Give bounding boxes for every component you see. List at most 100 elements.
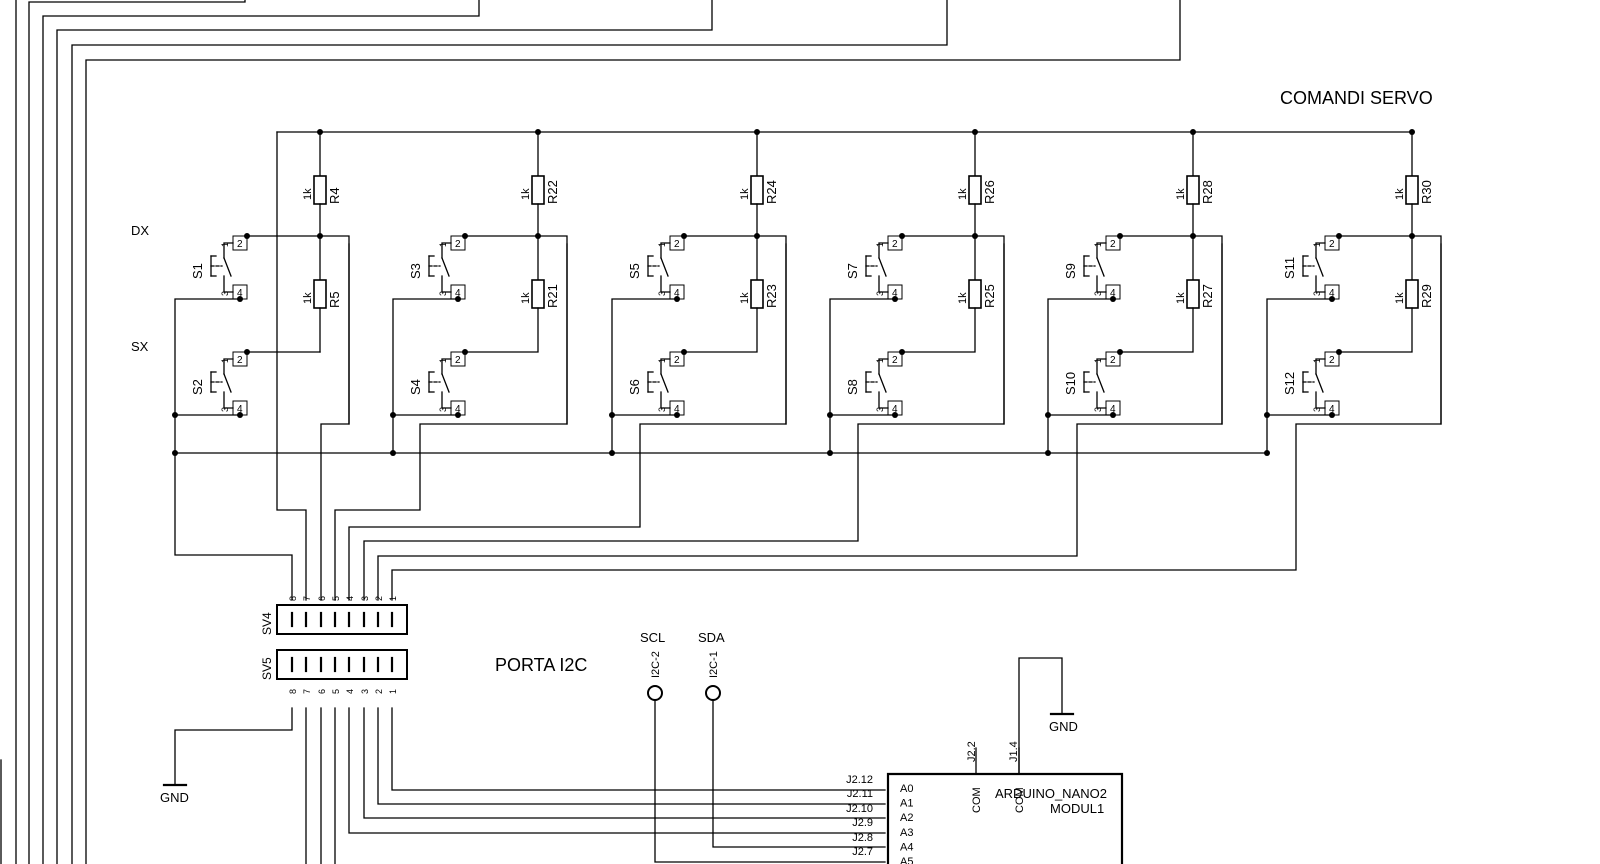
switch-lever — [1096, 257, 1105, 277]
switch-pin-4: 4 — [892, 404, 898, 415]
switch-pin-3: 3 — [220, 407, 230, 412]
switch-pin-3: 3 — [438, 407, 448, 412]
junction-dot — [892, 412, 898, 418]
connector-pin-label: 7 — [302, 596, 312, 601]
switch-lead — [660, 391, 671, 409]
switch-pin-4: 4 — [1329, 404, 1335, 415]
gnd-left-label: GND — [160, 790, 189, 805]
resistor-wire — [246, 307, 321, 353]
connector-body — [276, 649, 408, 680]
switch-lead — [878, 358, 889, 375]
row-label-dx: DX — [131, 223, 149, 238]
junction-dot — [1336, 233, 1342, 239]
scl-pad — [647, 685, 663, 701]
switch-pin-2: 2 — [455, 239, 461, 250]
junction-dot — [899, 349, 905, 355]
junction-dot — [244, 233, 250, 239]
switch-lead — [223, 242, 234, 259]
dx-common — [174, 298, 241, 454]
switch-pin-2: 2 — [1110, 355, 1116, 366]
switch-ref: S5 — [627, 263, 642, 279]
resistor-value: 1k — [1175, 188, 1187, 200]
switch-lead — [1315, 275, 1326, 293]
dx-common — [1047, 298, 1114, 454]
module-net-label: J2.8 — [852, 832, 873, 844]
switch-pin-1: 1 — [875, 242, 885, 247]
switch-ref: S3 — [408, 263, 423, 279]
junction-dot — [1117, 349, 1123, 355]
top-net-j1-4: J1.4 — [1008, 741, 1020, 762]
resistor-ref: R5 — [327, 291, 342, 308]
switch-pin-1: 1 — [1093, 242, 1103, 247]
switch-pin-3: 3 — [1093, 291, 1103, 296]
switch-lead — [223, 391, 234, 409]
switch-lead — [441, 391, 452, 409]
junction-dot — [390, 412, 396, 418]
junction-dot — [1110, 412, 1116, 418]
resistor-value: 1k — [739, 188, 751, 200]
junction-dot — [674, 296, 680, 302]
switch-pin-4: 4 — [1110, 404, 1116, 415]
junction-dot — [899, 233, 905, 239]
sv5-wires — [305, 707, 886, 864]
switch-lead — [441, 242, 452, 259]
module-com-1: COM — [971, 787, 983, 813]
switch-pin-4: 4 — [892, 288, 898, 299]
dx-common — [392, 298, 459, 454]
switch-lead — [1096, 242, 1107, 259]
gnd-left: GND — [160, 707, 293, 805]
switch-ref: S6 — [627, 379, 642, 395]
switch-pin-3: 3 — [875, 407, 885, 412]
junction-dot — [1329, 296, 1335, 302]
module-pin-a3: A3 — [900, 827, 913, 839]
resistor-ref: R21 — [545, 284, 560, 308]
switch-pin-2: 2 — [674, 239, 680, 250]
module-pin-a1: A1 — [900, 798, 913, 810]
junction-dot — [1110, 296, 1116, 302]
switch-ref: S8 — [845, 379, 860, 395]
column-output-wire — [391, 243, 1442, 601]
switch-pin-2: 2 — [455, 355, 461, 366]
dx-output — [464, 235, 568, 425]
resistor-body — [531, 175, 545, 205]
switch-pin-1: 1 — [1093, 358, 1103, 363]
junction-dot — [1045, 450, 1051, 456]
column-output-wire — [363, 243, 1005, 601]
junction-dot — [455, 296, 461, 302]
connector-pin-label: 8 — [288, 596, 298, 601]
switch-ref: S7 — [845, 263, 860, 279]
switch-lever — [1315, 257, 1324, 277]
resistor-body — [1186, 175, 1200, 205]
dx-output — [683, 235, 787, 425]
dx-common — [1266, 298, 1333, 454]
junction-dot — [609, 450, 615, 456]
junction-dot — [1117, 233, 1123, 239]
diagram-title: COMANDI SERVO — [1280, 88, 1433, 108]
arduino-module: J2.2 J1.4 COM COM ARDUINO_NANO2 MODUL1 J… — [846, 741, 1124, 864]
junction-dot — [172, 412, 178, 418]
switch-pin-2: 2 — [1329, 355, 1335, 366]
junction-dot — [1336, 349, 1342, 355]
module-ref: MODUL1 — [1050, 801, 1104, 816]
resistor-wire — [464, 307, 539, 353]
connector-pin-label: 5 — [331, 689, 341, 694]
resistor-value: 1k — [957, 292, 969, 304]
sv5-wire — [363, 707, 886, 819]
switch-lever — [441, 373, 450, 393]
resistor-value: 1k — [520, 292, 532, 304]
switch-pin-2: 2 — [1329, 239, 1335, 250]
switch-pin-3: 3 — [1093, 407, 1103, 412]
bus-to-sv4 — [174, 452, 293, 601]
column-output-wire — [334, 243, 568, 601]
junction-dot — [681, 349, 687, 355]
switch-lead — [660, 242, 671, 259]
switch-pin-1: 1 — [1312, 358, 1322, 363]
junction-dot — [1264, 412, 1270, 418]
resistor-body — [531, 279, 545, 309]
